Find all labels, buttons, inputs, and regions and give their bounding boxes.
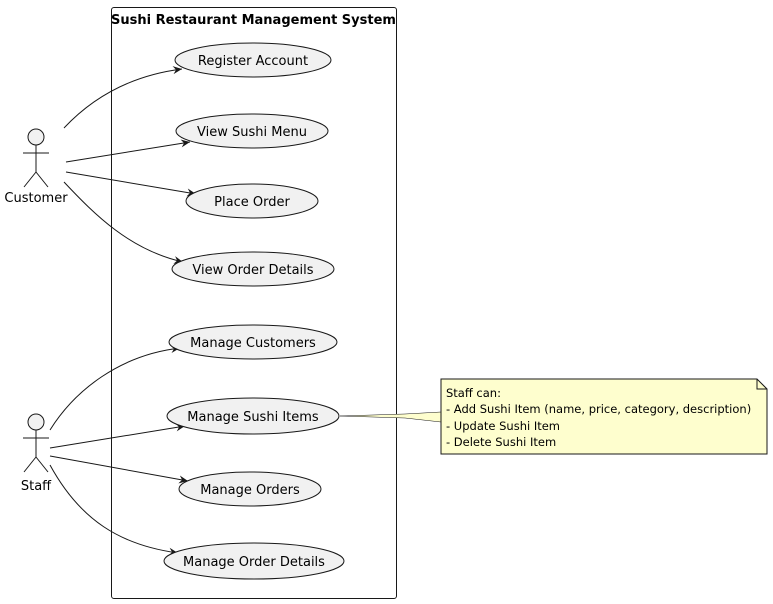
system-title: Sushi Restaurant Management System [111, 13, 396, 28]
note-line: - Add Sushi Item (name, price, category,… [446, 402, 751, 416]
use-case-label: Register Account [198, 54, 308, 69]
use-case-register-account: Register Account [174, 42, 332, 78]
use-case-manage-customers: Manage Customers [168, 324, 338, 360]
use-case-label: Manage Orders [200, 483, 300, 498]
use-case-view-sushi-menu: View Sushi Menu [175, 113, 329, 149]
use-case-label: Place Order [214, 195, 290, 210]
use-case-label: View Order Details [192, 263, 313, 278]
use-case-label: View Sushi Menu [197, 125, 307, 140]
use-case-view-order-details: View Order Details [171, 251, 335, 287]
use-case-place-order: Place Order [185, 183, 319, 219]
use-case-manage-sushi-items: Manage Sushi Items [166, 397, 340, 435]
staff-note: Staff can: - Add Sushi Item (name, price… [440, 378, 768, 455]
actor-customer-label: Customer [4, 191, 68, 206]
use-case-manage-orders: Manage Orders [178, 471, 322, 507]
actor-staff: Staff [21, 413, 52, 494]
associations [49, 66, 197, 556]
note-line: Staff can: [446, 386, 501, 400]
use-case-label: Manage Sushi Items [187, 410, 319, 425]
use-case-label: Manage Customers [190, 336, 316, 351]
note-line: - Update Sushi Item [446, 419, 560, 433]
actor-customer: Customer [4, 128, 68, 206]
system-boundary: Sushi Restaurant Management System [111, 7, 397, 599]
use-case-label: Manage Order Details [183, 555, 325, 570]
use-case-manage-order-details: Manage Order Details [163, 542, 345, 580]
note-line: - Delete Sushi Item [446, 435, 556, 449]
actor-staff-label: Staff [21, 479, 52, 494]
